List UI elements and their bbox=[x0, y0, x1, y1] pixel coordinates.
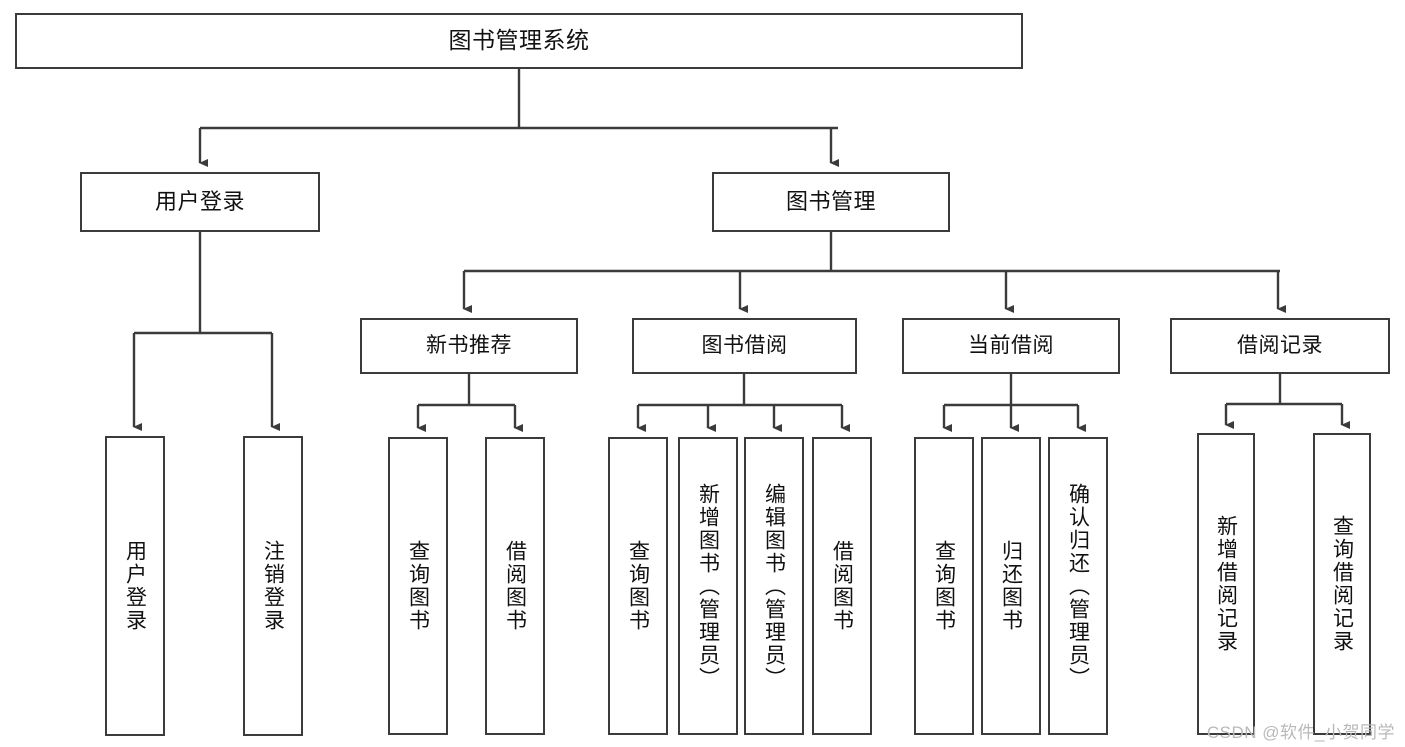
node-leaf-edit-book-admin[interactable]: 编辑图书（管理员） bbox=[744, 437, 804, 735]
node-leaf-return-book[interactable]: 归还图书 bbox=[981, 437, 1041, 735]
node-label: 确认归还（管理员） bbox=[1066, 482, 1090, 690]
edges-borrow-record-to-leaves bbox=[1224, 374, 1350, 429]
node-leaf-query-book-current[interactable]: 查询图书 bbox=[914, 437, 974, 735]
node-book-borrow[interactable]: 图书借阅 bbox=[632, 318, 857, 374]
node-label: 图书管理 bbox=[785, 189, 876, 215]
node-label: 查询图书 bbox=[932, 540, 956, 632]
node-label: 用户登录 bbox=[154, 189, 245, 215]
node-borrow-record[interactable]: 借阅记录 bbox=[1170, 318, 1390, 374]
node-leaf-borrow-book-recommend[interactable]: 借阅图书 bbox=[485, 437, 545, 735]
node-label: 图书管理系统 bbox=[448, 27, 590, 54]
edges-current-borrow-to-leaves bbox=[942, 374, 1086, 432]
edges-book-manage-to-level3 bbox=[462, 232, 1286, 313]
node-label: 查询图书 bbox=[406, 540, 430, 632]
node-label: 当前借阅 bbox=[968, 333, 1054, 357]
edges-new-book-recommend-to-leaves bbox=[416, 374, 523, 432]
node-user-login[interactable]: 用户登录 bbox=[80, 172, 320, 232]
node-book-manage[interactable]: 图书管理 bbox=[712, 172, 950, 232]
node-label: 新增借阅记录 bbox=[1214, 515, 1238, 653]
node-label: 用户登录 bbox=[123, 540, 147, 632]
node-label: 归还图书 bbox=[999, 540, 1023, 632]
node-label: 编辑图书（管理员） bbox=[762, 482, 786, 690]
node-label: 注销登录 bbox=[261, 540, 285, 632]
node-leaf-query-borrow-record[interactable]: 查询借阅记录 bbox=[1313, 433, 1371, 735]
node-root-system[interactable]: 图书管理系统 bbox=[15, 13, 1023, 69]
node-leaf-query-book-borrow[interactable]: 查询图书 bbox=[608, 437, 668, 735]
edges-root-to-level2 bbox=[198, 69, 839, 167]
node-leaf-add-book-admin[interactable]: 新增图书（管理员） bbox=[678, 437, 738, 735]
node-label: 借阅图书 bbox=[830, 540, 854, 632]
node-new-book-recommend[interactable]: 新书推荐 bbox=[360, 318, 578, 374]
csdn-watermark: CSDN @软件_小贺同学 bbox=[1206, 723, 1395, 742]
node-leaf-logout[interactable]: 注销登录 bbox=[243, 436, 303, 736]
node-leaf-add-borrow-record[interactable]: 新增借阅记录 bbox=[1197, 433, 1255, 735]
node-leaf-borrow-book[interactable]: 借阅图书 bbox=[812, 437, 872, 735]
node-label: 新书推荐 bbox=[426, 333, 512, 357]
node-label: 借阅图书 bbox=[503, 540, 527, 632]
node-label: 查询借阅记录 bbox=[1330, 515, 1354, 653]
node-label: 图书借阅 bbox=[701, 333, 788, 357]
node-label: 借阅记录 bbox=[1237, 333, 1323, 357]
node-leaf-confirm-return-admin[interactable]: 确认归还（管理员） bbox=[1048, 437, 1108, 735]
edges-user-login-to-leaves bbox=[132, 232, 280, 431]
node-label: 查询图书 bbox=[626, 540, 650, 632]
node-leaf-user-login[interactable]: 用户登录 bbox=[105, 436, 165, 736]
edges-book-borrow-to-leaves bbox=[636, 374, 850, 432]
node-leaf-query-book-recommend[interactable]: 查询图书 bbox=[388, 437, 448, 735]
node-current-borrow[interactable]: 当前借阅 bbox=[902, 318, 1120, 374]
node-label: 新增图书（管理员） bbox=[696, 482, 720, 690]
